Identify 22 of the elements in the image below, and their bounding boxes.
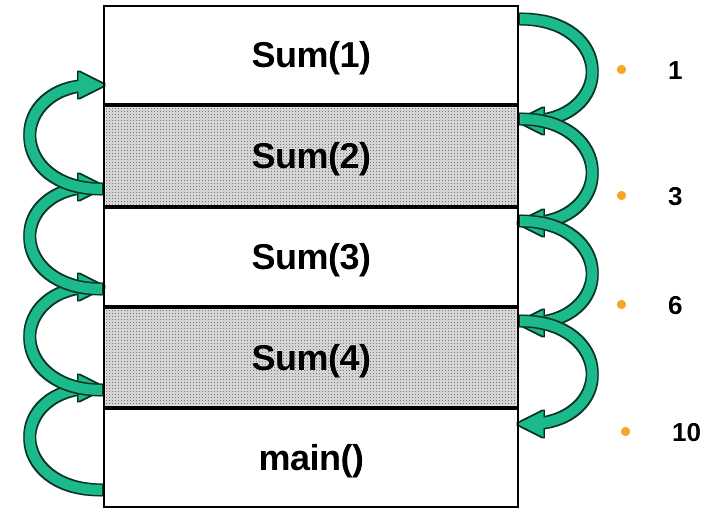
stack-frame-box <box>103 307 519 408</box>
curved-arrow <box>24 276 104 395</box>
stack-frame-box <box>103 408 519 508</box>
frame-label: Sum(2) <box>251 135 370 177</box>
curved-arrow <box>24 74 104 194</box>
frame-label: Sum(1) <box>251 34 370 76</box>
frame-label: Sum(3) <box>251 236 370 278</box>
result-value: 6 <box>668 290 682 321</box>
frame-label: Sum(4) <box>251 336 370 378</box>
stack-frame-box <box>103 5 519 105</box>
stack-frame-box <box>103 105 519 207</box>
result-value: 1 <box>668 55 682 86</box>
curved-arrow <box>24 376 104 495</box>
curved-arrow <box>518 14 598 132</box>
curved-arrow <box>518 216 598 334</box>
frame-label: main() <box>258 437 364 479</box>
result-value: 3 <box>668 181 682 212</box>
result-value: 10 <box>672 417 701 448</box>
curved-arrow <box>518 114 598 234</box>
curved-arrow <box>518 316 598 436</box>
stack-frame-box <box>103 207 519 307</box>
curved-arrow <box>24 176 104 294</box>
